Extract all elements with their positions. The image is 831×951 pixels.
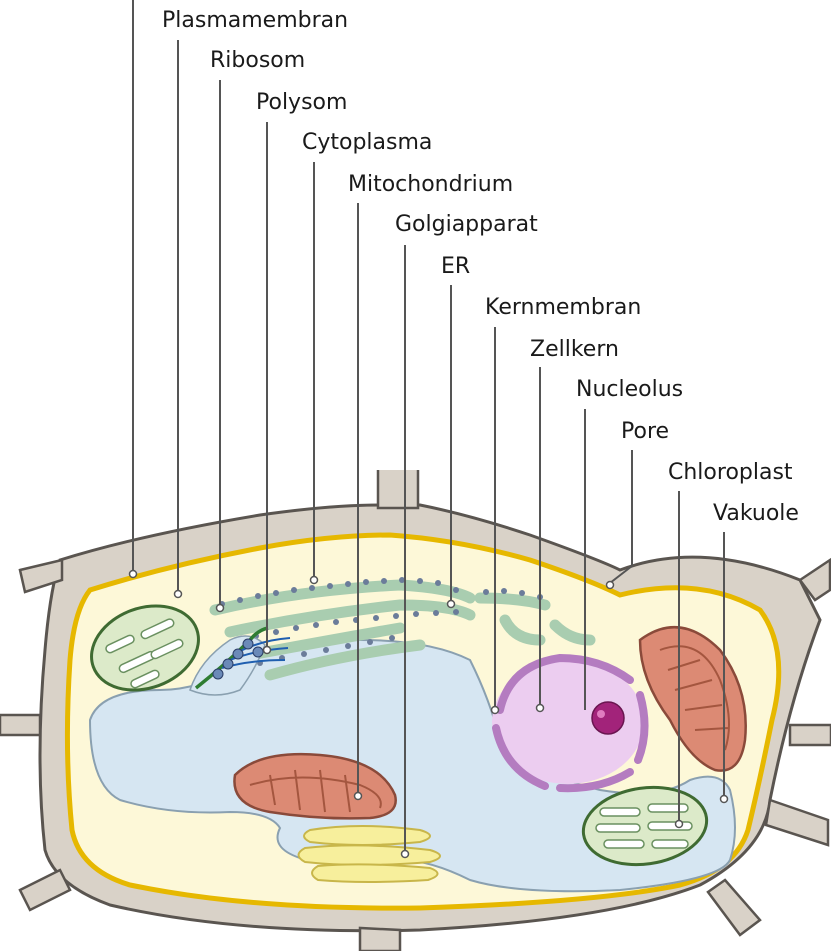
golgi-apparatus <box>299 826 441 882</box>
label-cytoplasma: Cytoplasma <box>302 130 432 156</box>
label-ribosom: Ribosom <box>210 48 305 74</box>
label-mitochondrium: Mitochondrium <box>348 172 513 198</box>
label-kernmembran: Kernmembran <box>485 295 641 321</box>
label-golgiapparat: Golgiapparat <box>395 212 538 238</box>
label-er: ER <box>441 254 470 280</box>
label-pore: Pore <box>621 419 669 445</box>
label-plasmamembran: Plasmamembran <box>162 8 348 34</box>
label-vakuole: Vakuole <box>713 501 799 527</box>
label-zellkern: Zellkern <box>530 337 619 363</box>
label-nucleolus: Nucleolus <box>576 377 683 403</box>
label-chloroplast: Chloroplast <box>668 460 793 486</box>
label-polysom: Polysom <box>256 90 347 116</box>
